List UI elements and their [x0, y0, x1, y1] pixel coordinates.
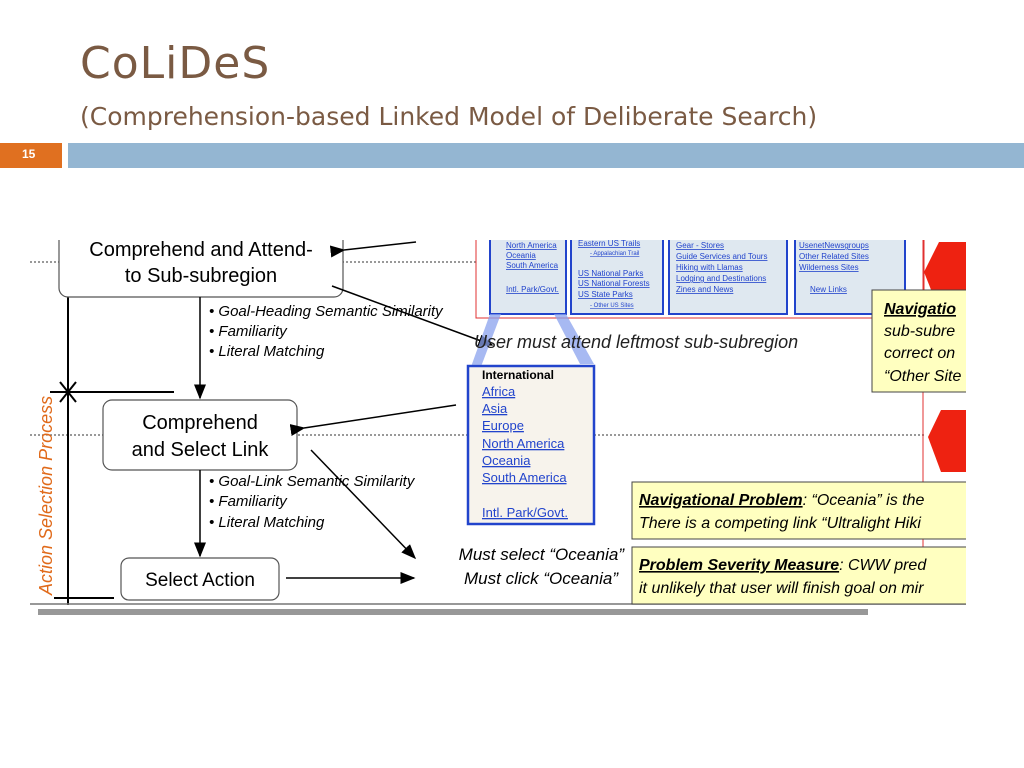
web-link[interactable]: Gear - Stores: [676, 241, 724, 250]
web-link[interactable]: South America: [506, 261, 559, 270]
arrow-from-web-to-attend: [329, 241, 417, 258]
web-link[interactable]: Oceania: [506, 251, 536, 260]
slide-number-badge: 15: [0, 143, 62, 168]
arrow-to-attend-note: [331, 285, 494, 346]
web-column-3: [668, 240, 788, 315]
nav-problem-rest: : “Oceania” is the: [803, 492, 925, 509]
web-link[interactable]: Guide Services and Tours: [676, 252, 767, 261]
severity-label: Problem Severity Measure: [639, 557, 839, 574]
nav-note-1-line4: “Other Site: [884, 368, 961, 385]
web-link[interactable]: Lodging and Destinations: [676, 274, 766, 283]
colides-diagram: Action Selection Process Comprehend and …: [30, 240, 966, 615]
select-link-line2: and Select Link: [132, 439, 270, 461]
heading-bullet-2: • Familiarity: [209, 323, 288, 340]
web-link[interactable]: - Other US Sites: [590, 303, 634, 309]
nav-problem-note: [631, 481, 966, 540]
list-link-africa[interactable]: Africa: [482, 384, 516, 399]
web-column-2: [570, 240, 664, 315]
web-link[interactable]: Wilderness Sites: [799, 263, 859, 272]
web-link[interactable]: Intl. Park/Govt.: [506, 285, 559, 294]
web-link[interactable]: Eastern US Trails: [578, 240, 640, 248]
web-link[interactable]: US State Parks: [578, 290, 633, 299]
slide-number: 15: [22, 147, 36, 161]
list-link-south-america[interactable]: South America: [482, 470, 567, 485]
web-column-1: [489, 240, 567, 315]
link-bullet-1: • Goal-Link Semantic Similarity: [209, 473, 416, 490]
list-link-europe[interactable]: Europe: [482, 418, 524, 433]
nav-problem-line2: There is a competing link “Ultralight Hi…: [639, 515, 921, 532]
slide-subtitle: (Comprehension-based Linked Model of Del…: [80, 102, 818, 131]
zoom-beam-left: [472, 314, 501, 364]
slide-title: CoLiDeS: [80, 38, 271, 89]
nav-problem-label: Navigational Problem: [639, 492, 803, 509]
web-link[interactable]: New Links: [810, 285, 847, 294]
must-click-text: Must click “Oceania”: [464, 569, 619, 588]
red-pointer-middle: [928, 410, 966, 472]
attend-subregion-box: [58, 240, 344, 298]
web-link[interactable]: US National Forests: [578, 279, 650, 288]
heading-bullet-1: • Goal-Heading Semantic Similarity: [209, 303, 444, 320]
web-link[interactable]: UsenetNewsgroups: [799, 241, 869, 250]
list-link-oceania[interactable]: Oceania: [482, 453, 531, 468]
select-link-line1: Comprehend: [142, 412, 258, 434]
arrow-to-must-select: [310, 449, 417, 560]
link-bullet-2: • Familiarity: [209, 493, 288, 510]
web-link[interactable]: Hiking with Llamas: [676, 263, 743, 272]
nav-note-1-line3: correct on: [884, 345, 955, 362]
list-link-north-america[interactable]: North America: [482, 436, 565, 451]
severity-line2: it unlikely that user will finish goal o…: [639, 580, 924, 597]
colides-figure: Action Selection Process Comprehend and …: [24, 240, 966, 615]
web-link[interactable]: US National Parks: [578, 269, 643, 278]
zoom-beam-right: [554, 314, 594, 364]
nav-note-1: [871, 289, 966, 393]
severity-line1: Problem Severity Measure: CWW pred: [639, 557, 927, 574]
severity-rest: : CWW pred: [839, 557, 927, 574]
web-link[interactable]: Other Related Sites: [799, 252, 869, 261]
caption-fragment: [38, 609, 868, 615]
attend-note: User must attend leftmost sub-subregion: [474, 332, 798, 352]
web-link[interactable]: Zines and News: [676, 285, 733, 294]
list-link-intl-park[interactable]: Intl. Park/Govt.: [482, 505, 568, 520]
nav-note-1-line1: Navigatio: [884, 301, 956, 318]
web-link[interactable]: - Appalachian Trail: [590, 251, 639, 257]
link-bullet-3: • Literal Matching: [209, 514, 325, 531]
severity-note: [631, 546, 966, 605]
list-link-asia[interactable]: Asia: [482, 401, 508, 416]
nav-note-1-line2: sub-subre: [884, 323, 955, 340]
link-list-box: [466, 364, 596, 526]
arrow-from-list-to-select: [289, 404, 457, 436]
link-list-heading: International: [482, 368, 554, 382]
attend-box-line2: to Sub-subregion: [125, 265, 277, 287]
heading-bullet-3: • Literal Matching: [209, 343, 325, 360]
web-link[interactable]: North America: [506, 241, 557, 250]
side-label: Action Selection Process: [36, 396, 56, 596]
select-action-box: [120, 557, 280, 601]
must-select-text: Must select “Oceania”: [459, 545, 626, 564]
process-x-mark-b: [59, 381, 77, 403]
select-action-label: Select Action: [145, 570, 255, 591]
attend-box-line1: Comprehend and Attend-: [89, 240, 313, 261]
header-band: [68, 143, 1024, 168]
nav-problem-line1: Navigational Problem: “Oceania” is the: [639, 492, 925, 509]
